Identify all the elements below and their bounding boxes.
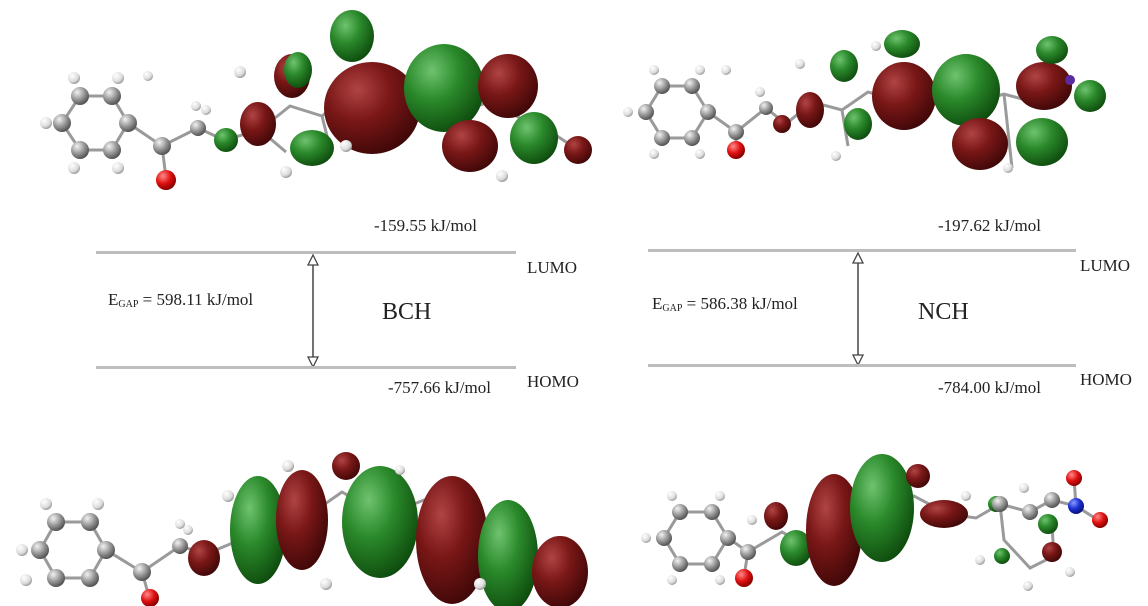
bch-lumo-label: LUMO [527,258,578,277]
bch-homo-atoms [16,460,486,606]
nch-homo-label: HOMO [1080,370,1132,389]
nch-homo-level-line [648,364,1076,367]
nch-homo-energy: -784.00 kJ/mol [938,378,1041,397]
bch-lumo-level-line [96,251,516,254]
nch-lumo-label: LUMO [1080,256,1131,275]
bch-homo-energy: -757.66 kJ/mol [388,378,491,397]
bch-lumo-energy: -159.55 kJ/mol [374,216,477,235]
bch-homo-lobes [188,452,588,606]
bch-homo-label: HOMO [527,372,579,391]
bch-lumo-atoms [40,66,508,190]
nch-gap-arrow [851,251,865,367]
nch-homo-atoms [641,470,1108,591]
bch-compound-label: BCH [382,299,432,325]
bch-homo-level-line [96,366,516,369]
nch-lumo-atoms [623,41,1075,173]
bch-energy-gap: EGAP = 598.11 kJ/mol [108,290,254,310]
nch-energy-gap: EGAP = 586.38 kJ/mol [652,294,798,314]
nch-lumo-energy: -197.62 kJ/mol [938,216,1041,235]
nch-lumo-lobes [773,30,1106,170]
bch-gap-arrow [306,253,320,369]
bch-lumo-lobes [214,10,592,172]
nch-compound-label: NCH [918,299,969,325]
nch-homo-lobes [764,454,1062,586]
nch-lumo-level-line [648,249,1076,252]
